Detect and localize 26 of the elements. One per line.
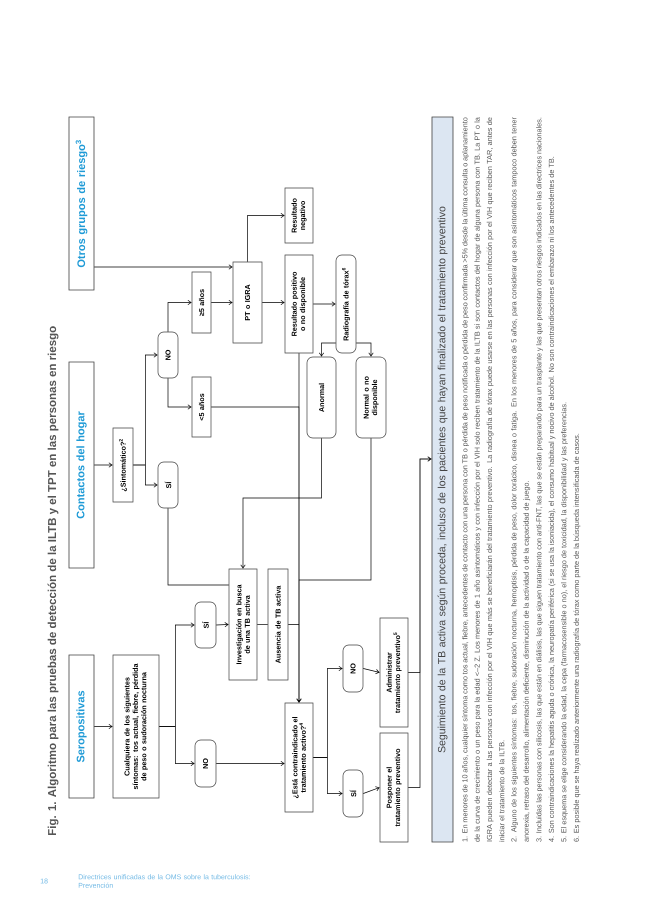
arrow <box>168 300 192 332</box>
arrow <box>356 342 374 357</box>
header-box: Otros grupos de riesgo$^{3}$ <box>68 116 94 290</box>
arrow <box>296 438 372 703</box>
arrow <box>216 622 229 628</box>
arrow <box>262 300 285 306</box>
arrow <box>94 724 113 730</box>
arrow <box>216 760 285 766</box>
arrow <box>363 668 380 674</box>
arrow <box>313 666 343 758</box>
arrow <box>133 352 158 466</box>
follow-up-band: Seguimiento de la TB activa según proceda, incluso de los pacientes que hayan finalizado el tratamiento preventivo <box>432 116 454 842</box>
arrow <box>247 212 285 262</box>
arrow <box>408 456 432 673</box>
arrow <box>211 300 233 306</box>
header-box: Contactos del hogar <box>68 362 94 568</box>
arrow <box>94 462 113 468</box>
arrow <box>94 264 233 270</box>
arrow <box>313 301 336 307</box>
arrow <box>318 342 336 357</box>
header-box: Seropositivas <box>68 654 94 798</box>
figure-title: Fig. 1. Algoritmo para las pruebas de detección de la ILTB y el TPT en las personas en riesgo <box>48 326 58 836</box>
arrow <box>363 786 380 794</box>
arrow <box>168 378 192 410</box>
arrow <box>159 622 195 727</box>
arrow <box>240 438 322 569</box>
